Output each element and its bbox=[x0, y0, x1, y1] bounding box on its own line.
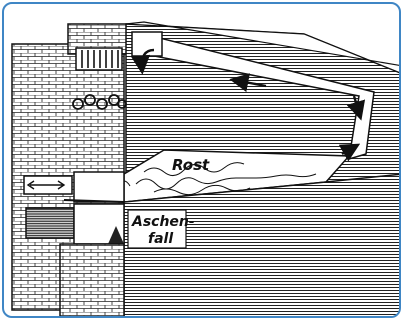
aschenfall-label-line2: fall bbox=[148, 231, 173, 247]
aschenfall-label-line1: Aschen- bbox=[131, 214, 195, 230]
vent-grille-icon bbox=[76, 48, 122, 70]
diagram-frame: Rost Aschen- fall bbox=[2, 2, 401, 318]
furnace-diagram: Rost Aschen- fall bbox=[4, 4, 401, 318]
ash-pit-opening bbox=[26, 204, 124, 244]
rost-label: Rost bbox=[172, 156, 210, 174]
base-plinth bbox=[60, 244, 124, 318]
